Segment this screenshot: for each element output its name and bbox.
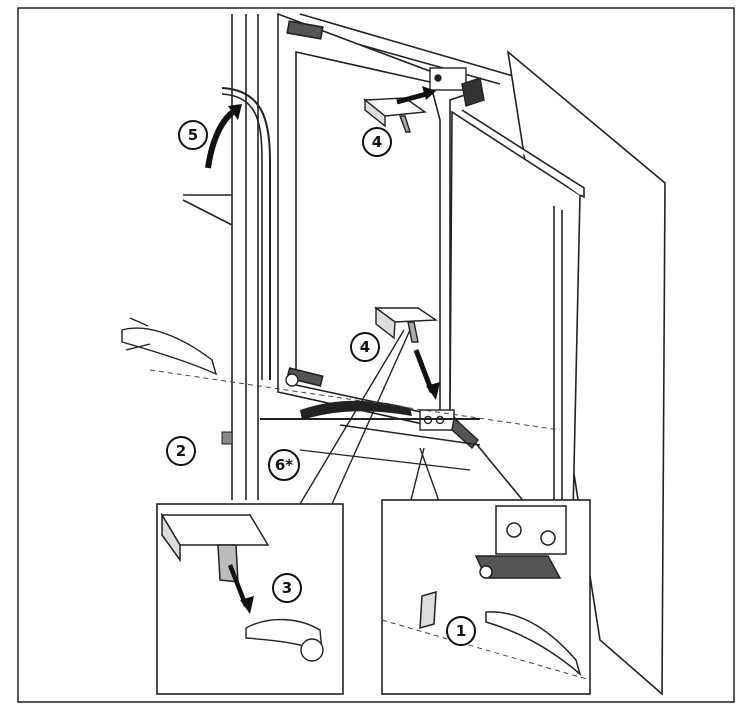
callout-3: 3 xyxy=(272,573,302,603)
upper-hinge xyxy=(429,67,485,107)
cable xyxy=(221,87,271,380)
leader-right-2 xyxy=(409,447,425,505)
callout-5: 5 xyxy=(178,120,208,150)
arrow-lower-bracket xyxy=(413,349,435,393)
leader-right xyxy=(419,447,441,505)
pliers-tool xyxy=(121,317,218,376)
inset-right xyxy=(381,499,591,695)
svg-text:5: 5 xyxy=(188,126,198,144)
svg-text:6*: 6* xyxy=(275,456,293,474)
callout-1: 1 xyxy=(446,616,476,646)
inset-left xyxy=(156,503,344,695)
svg-text:2: 2 xyxy=(176,442,186,460)
leader-left xyxy=(299,329,405,505)
callout-6: 6* xyxy=(268,449,300,481)
screwdriver-inset xyxy=(245,618,324,662)
svg-text:3: 3 xyxy=(282,579,292,597)
callout-4-lower: 4 xyxy=(350,332,380,362)
callout-2: 2 xyxy=(166,436,196,466)
svg-text:1: 1 xyxy=(456,622,466,640)
svg-text:4: 4 xyxy=(372,133,382,151)
lower-pin xyxy=(285,373,299,387)
arrow-cable xyxy=(205,107,238,169)
callout-4-upper: 4 xyxy=(362,127,392,157)
small-clip xyxy=(221,431,233,445)
upper-bracket xyxy=(363,97,427,133)
guide-line xyxy=(149,369,561,431)
svg-text:4: 4 xyxy=(360,338,370,356)
door-panels xyxy=(449,50,666,696)
lower-bracket xyxy=(373,306,439,343)
leader-left-2 xyxy=(331,329,411,505)
